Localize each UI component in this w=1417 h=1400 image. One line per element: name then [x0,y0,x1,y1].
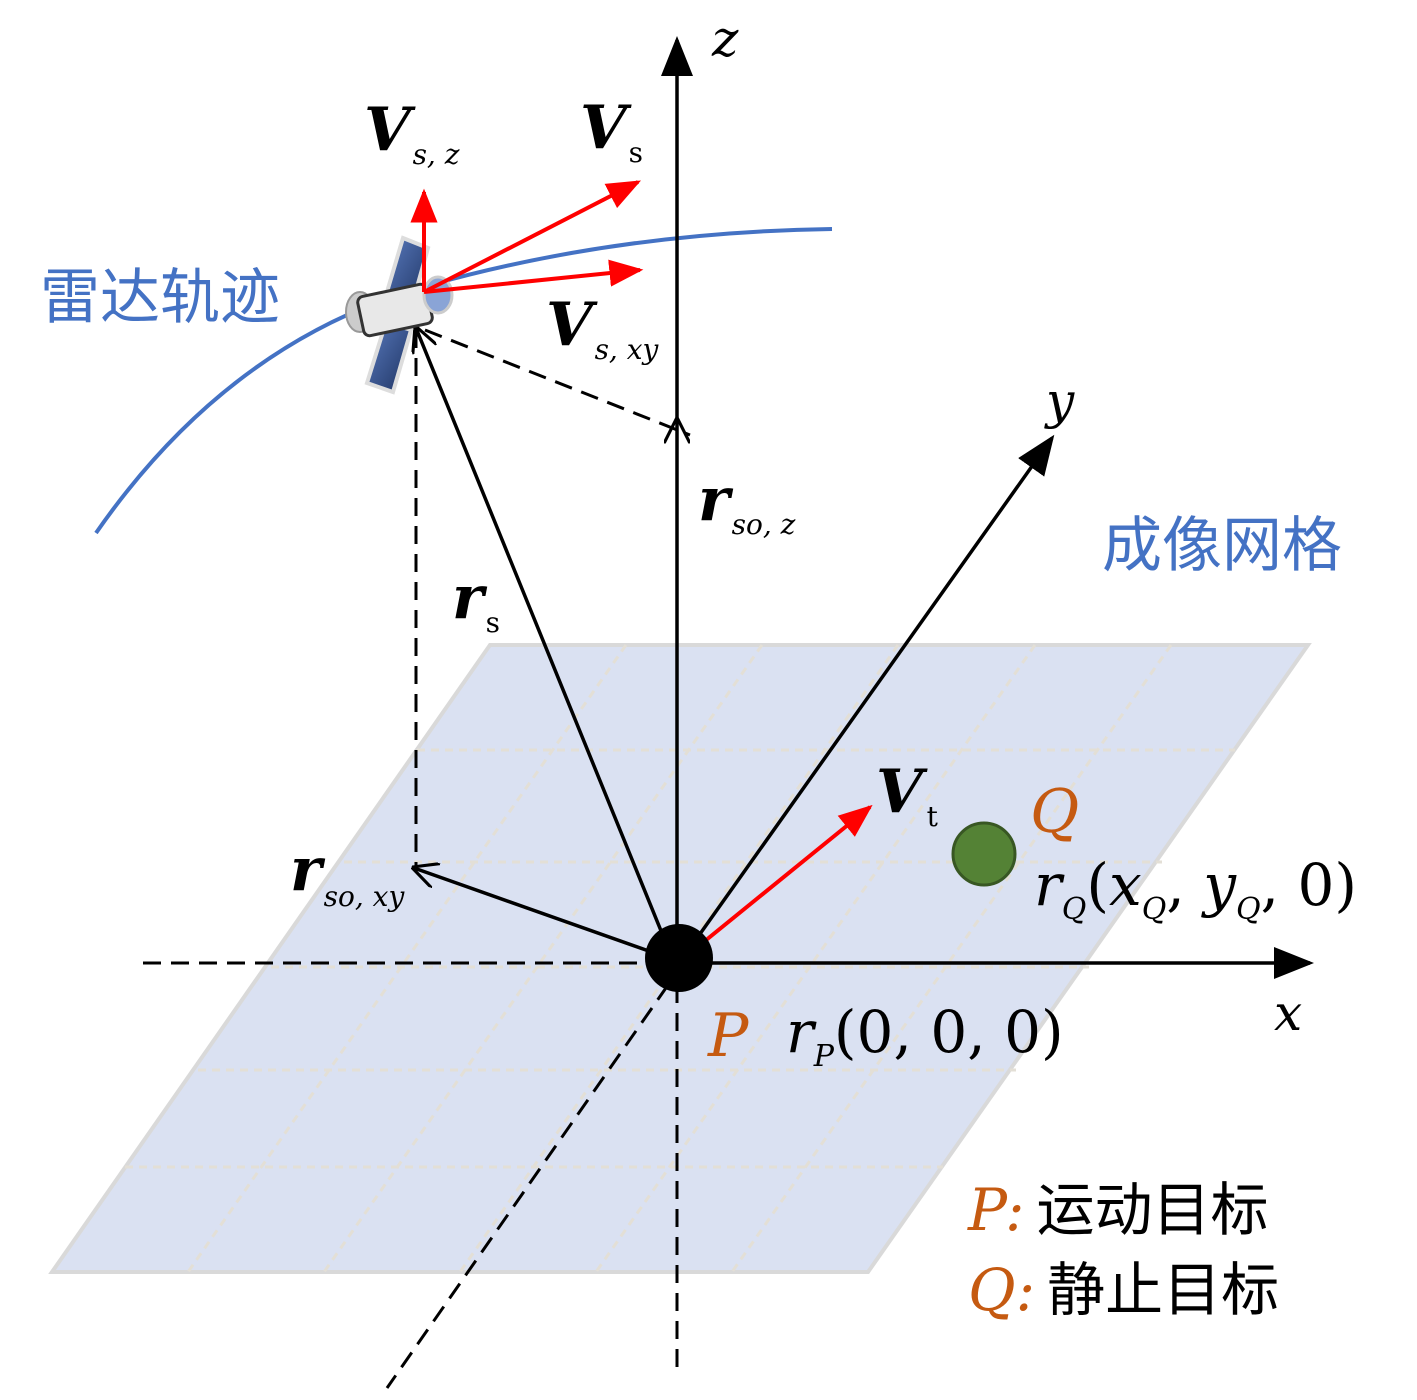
vt-vector [698,804,873,947]
rs-label: rs [452,563,500,639]
legend: P:运动目标 Q:静止目标 [967,1176,1279,1324]
legend-item-Q: Q:静止目标 [968,1256,1279,1324]
rso-xy-vector [414,868,661,957]
imaging-grid-label: 成像网格 [1102,511,1342,581]
legend-item-P: P:运动目标 [967,1176,1269,1244]
axis-x-label: x [1274,984,1302,1042]
target-P-dot [645,924,713,992]
axis-y-label: y [1044,372,1075,430]
vsxy-label: Vs, xy [546,290,660,366]
rP-coordinates: rP(0, 0, 0) [786,998,1064,1074]
radar-trajectory-label: 雷达轨迹 [40,263,280,333]
vs-xy-vector [423,259,644,294]
vsz-label: Vs, z [364,95,460,171]
rs-vector [416,328,670,949]
target-P-label: P [707,1001,750,1071]
axis-z-label: z [711,10,739,68]
target-Q-label: Q [1030,777,1079,847]
rQ-coordinates: rQ(xQ, yQ, 0) [1034,851,1357,927]
target-Q-dot [951,821,1017,887]
vs-vector [423,180,642,294]
y-axis [688,434,1055,950]
rso-z-label: rso, z [698,465,796,541]
vs-label: Vs [580,93,643,169]
projection-lines [143,328,691,1389]
satellite-icon [345,235,454,395]
rso-xy-label: rso, xy [290,835,405,913]
